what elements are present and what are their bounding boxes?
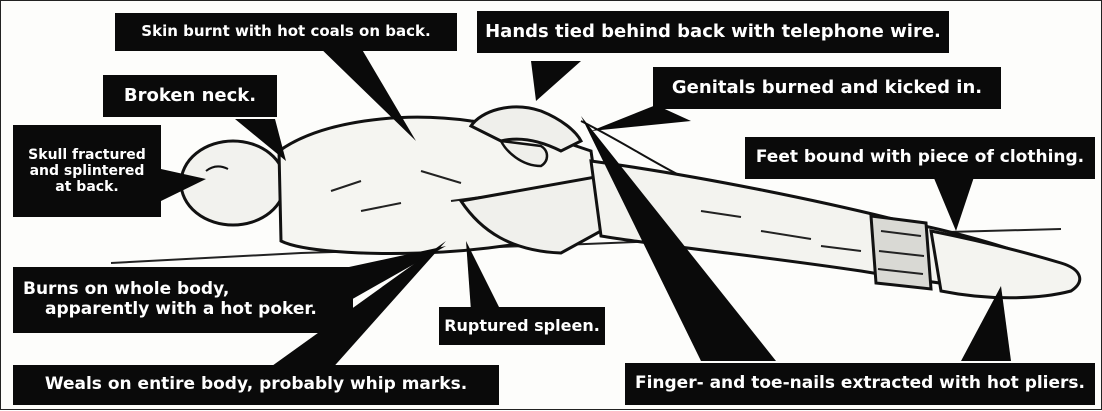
label-skin-burnt: Skin burnt with hot coals on back. xyxy=(115,13,457,51)
label-skull-line-3: at back. xyxy=(55,179,118,195)
pointer-spleen xyxy=(466,241,501,311)
label-burns-line-1: Burns on whole body, xyxy=(23,280,229,300)
label-weals-text: Weals on entire body, probably whip mark… xyxy=(45,375,467,395)
label-nails-text: Finger- and toe-nails extracted with hot… xyxy=(635,374,1085,394)
label-nails: Finger- and toe-nails extracted with hot… xyxy=(625,363,1095,405)
label-hands-tied: Hands tied behind back with telephone wi… xyxy=(477,11,949,53)
label-broken-neck-text: Broken neck. xyxy=(124,86,256,107)
label-skin-burnt-text: Skin burnt with hot coals on back. xyxy=(141,23,430,40)
label-hands-tied-text: Hands tied behind back with telephone wi… xyxy=(485,22,941,43)
label-spleen: Ruptured spleen. xyxy=(439,307,605,345)
label-weals: Weals on entire body, probably whip mark… xyxy=(13,365,499,405)
pointer-feet xyxy=(931,171,976,231)
label-broken-neck: Broken neck. xyxy=(103,75,277,117)
label-skull: Skull fractured and splintered at back. xyxy=(13,125,161,217)
label-burns: Burns on whole body, apparently with a h… xyxy=(13,267,353,333)
label-genitals: Genitals burned and kicked in. xyxy=(653,67,1001,109)
label-spleen-text: Ruptured spleen. xyxy=(444,317,600,335)
feet-shape xyxy=(931,231,1080,298)
label-feet-text: Feet bound with piece of clothing. xyxy=(756,148,1084,168)
pointer-hands xyxy=(531,61,581,101)
label-feet: Feet bound with piece of clothing. xyxy=(745,137,1095,179)
label-genitals-text: Genitals burned and kicked in. xyxy=(672,78,982,99)
label-skull-line-1: Skull fractured xyxy=(28,147,146,163)
label-burns-line-2: apparently with a hot poker. xyxy=(23,300,317,320)
label-skull-line-2: and splintered xyxy=(30,163,145,179)
